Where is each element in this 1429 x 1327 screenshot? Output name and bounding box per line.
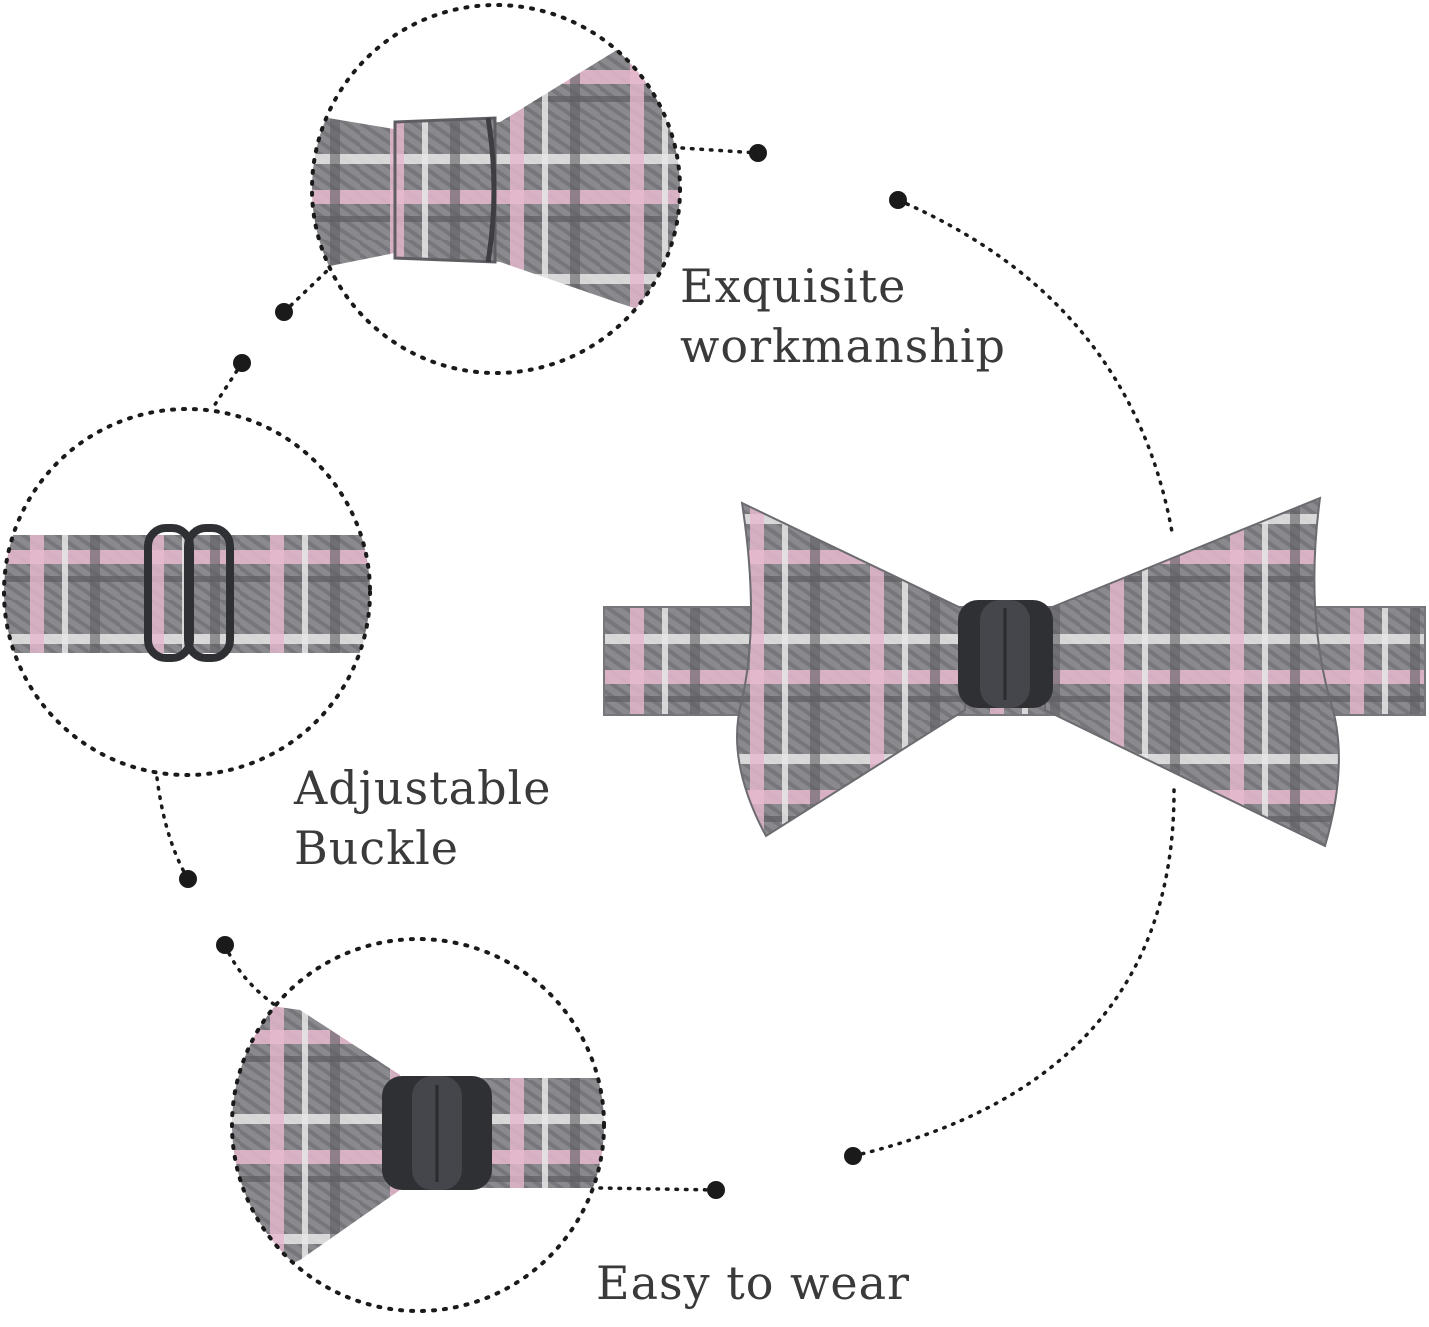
bow-right-wing <box>1044 496 1340 848</box>
buckle-line1: Adjustable <box>294 761 552 815</box>
closeup-knot <box>310 3 682 375</box>
knot-fabric <box>312 40 680 330</box>
bow-tie-icon <box>603 496 1426 848</box>
closeup-clasp <box>230 937 606 1313</box>
buckle-line2: Buckle <box>294 821 460 875</box>
easy-line1: Easy to wear <box>596 1256 911 1310</box>
feature-label-workmanship: Exquisite workmanship <box>680 256 1006 376</box>
buckle-slider-icon <box>144 524 234 662</box>
feature-label-buckle: Adjustable Buckle <box>294 758 551 878</box>
buckle-circle-outline <box>2 407 372 777</box>
bow-left-wing <box>736 501 966 838</box>
workmanship-line1: Exquisite <box>680 259 907 313</box>
closeup-buckle <box>2 407 372 777</box>
connector-dots <box>179 144 907 1199</box>
clasp-fabric <box>232 1000 604 1290</box>
knot-circle-outline <box>310 3 682 375</box>
workmanship-line2: workmanship <box>680 319 1006 373</box>
feature-label-easy: Easy to wear <box>596 1253 910 1313</box>
clasp-circle-outline <box>230 937 606 1313</box>
